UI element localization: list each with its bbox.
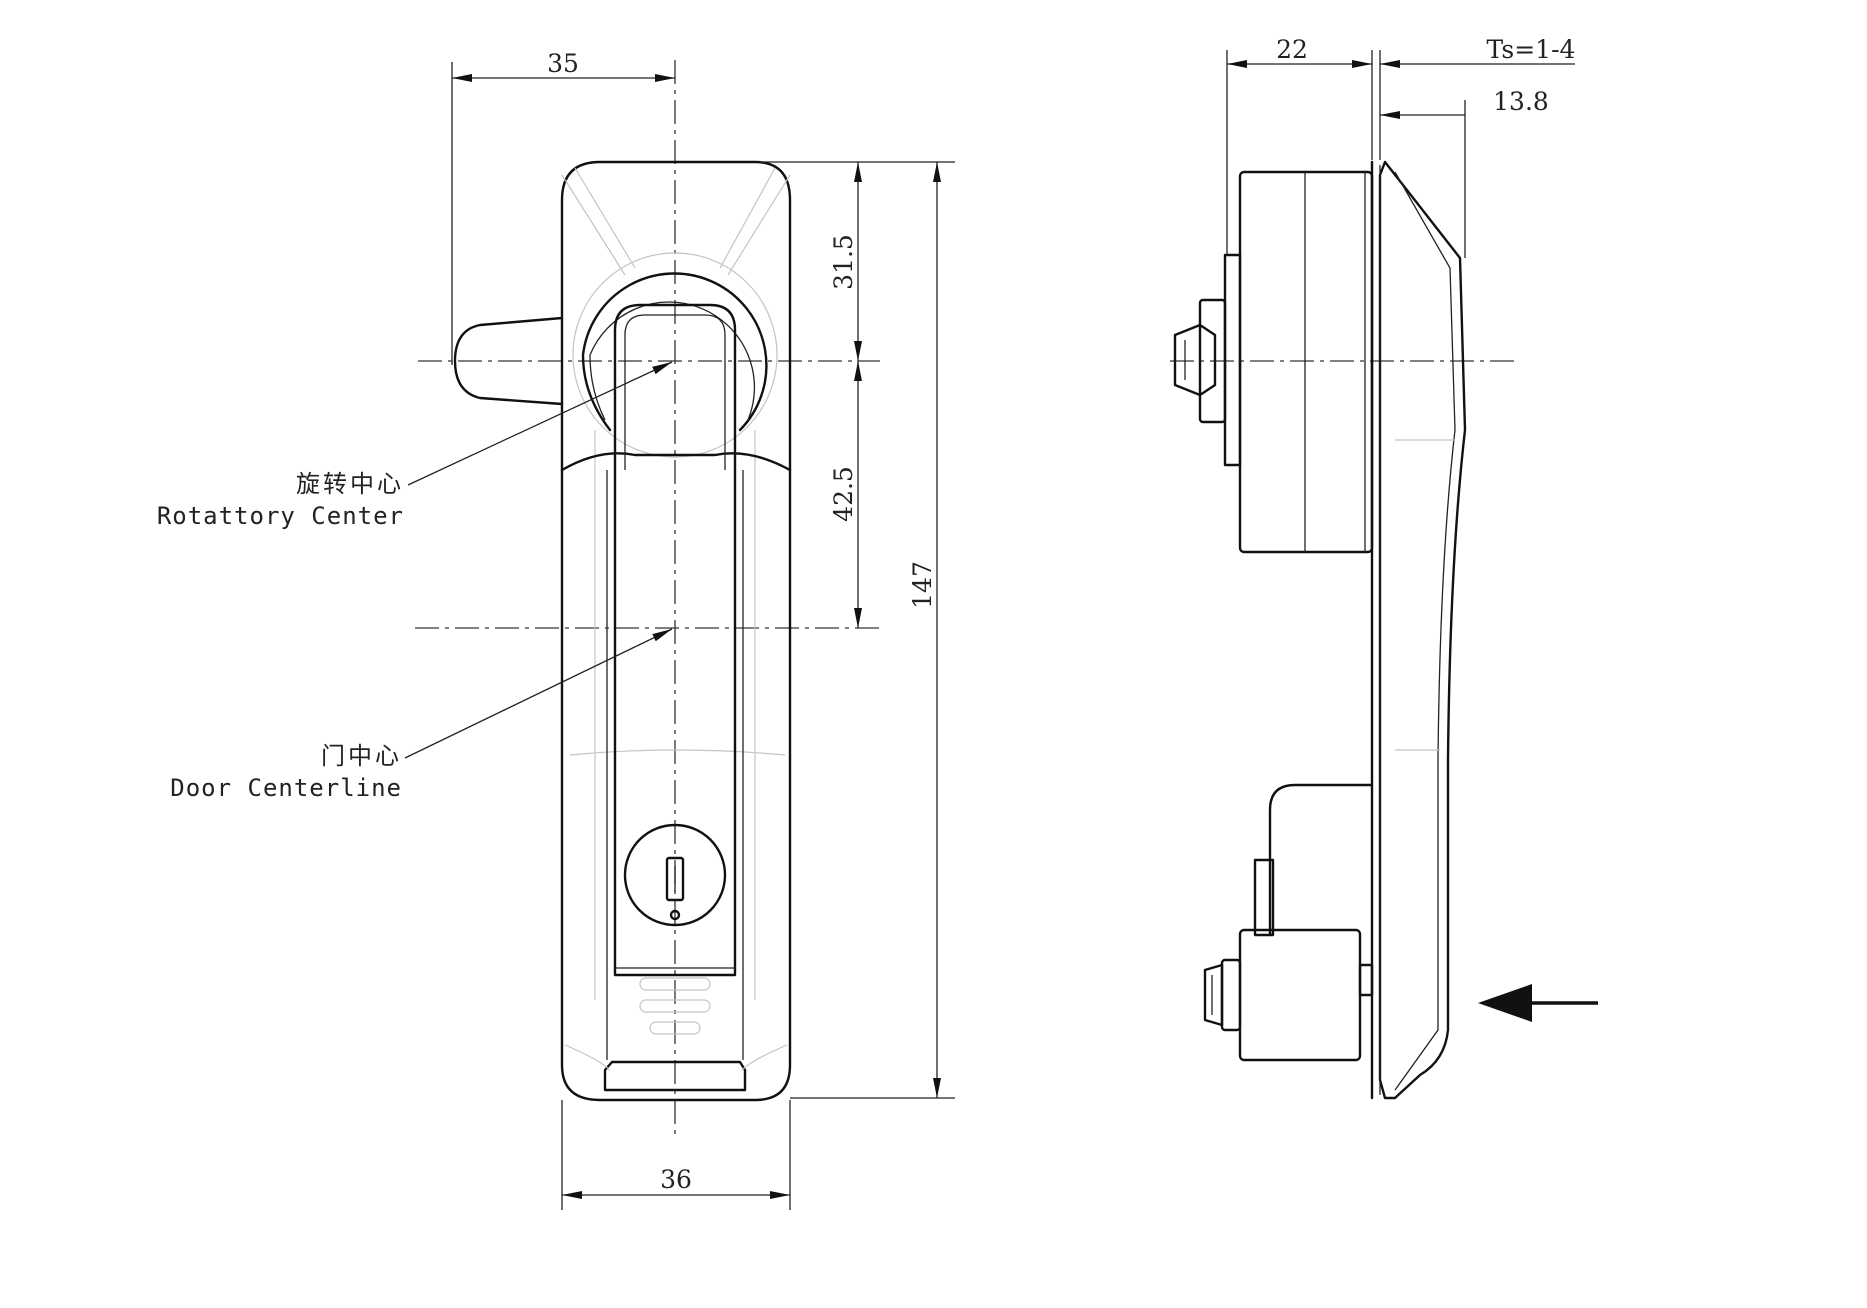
body-divider	[560, 452, 792, 472]
rotation-ring	[581, 272, 768, 432]
side-view	[1170, 160, 1598, 1100]
dim-label-31-5: 31.5	[829, 234, 858, 290]
dim-label-ts: Ts=1-4	[1487, 35, 1576, 64]
label-rotation-center-cn: 旋转中心	[296, 470, 404, 498]
bracket-flange	[1253, 858, 1275, 937]
grip-ribs	[615, 967, 735, 1035]
callouts: 旋转中心 Rotattory Center 门中心 Door Centerlin…	[157, 361, 673, 802]
label-rotation-center-en: Rotattory Center	[157, 502, 404, 530]
bottom-recess	[603, 1060, 747, 1092]
lower-bracket	[1268, 783, 1374, 937]
front-dimensions: 35 31.5 42.5 147 36	[451, 49, 955, 1210]
lever-handle	[613, 303, 737, 977]
shaft-nut	[1173, 253, 1242, 467]
latch-stub	[453, 316, 564, 406]
handle-body-outline	[560, 160, 792, 1102]
label-door-center-en: Door Centerline	[170, 774, 402, 802]
dim-label-42-5: 42.5	[829, 466, 858, 522]
lever-handle-inner	[624, 314, 726, 470]
leader-door-center	[404, 628, 673, 759]
dim-label-13-8: 13.8	[1493, 87, 1549, 116]
dim-label-36: 36	[660, 1165, 692, 1194]
label-door-center-cn: 门中心	[321, 742, 402, 770]
push-arrow-icon	[1478, 984, 1598, 1022]
side-dimensions: 22 Ts=1-4 13.8	[1226, 35, 1576, 258]
dim-label-22: 22	[1276, 35, 1308, 64]
front-view	[415, 60, 880, 1140]
handle-profile-inner	[1394, 171, 1456, 1091]
dim-label-147: 147	[908, 561, 937, 609]
latch-body	[1238, 170, 1374, 554]
cam-housing	[1203, 928, 1374, 1062]
rotation-ring-inner	[589, 301, 756, 421]
dim-label-35: 35	[547, 49, 579, 78]
handle-profile	[1378, 160, 1467, 1100]
leader-rotation-center	[407, 361, 673, 486]
top-bevel-shading	[561, 167, 791, 1000]
key-cylinder	[623, 823, 727, 927]
